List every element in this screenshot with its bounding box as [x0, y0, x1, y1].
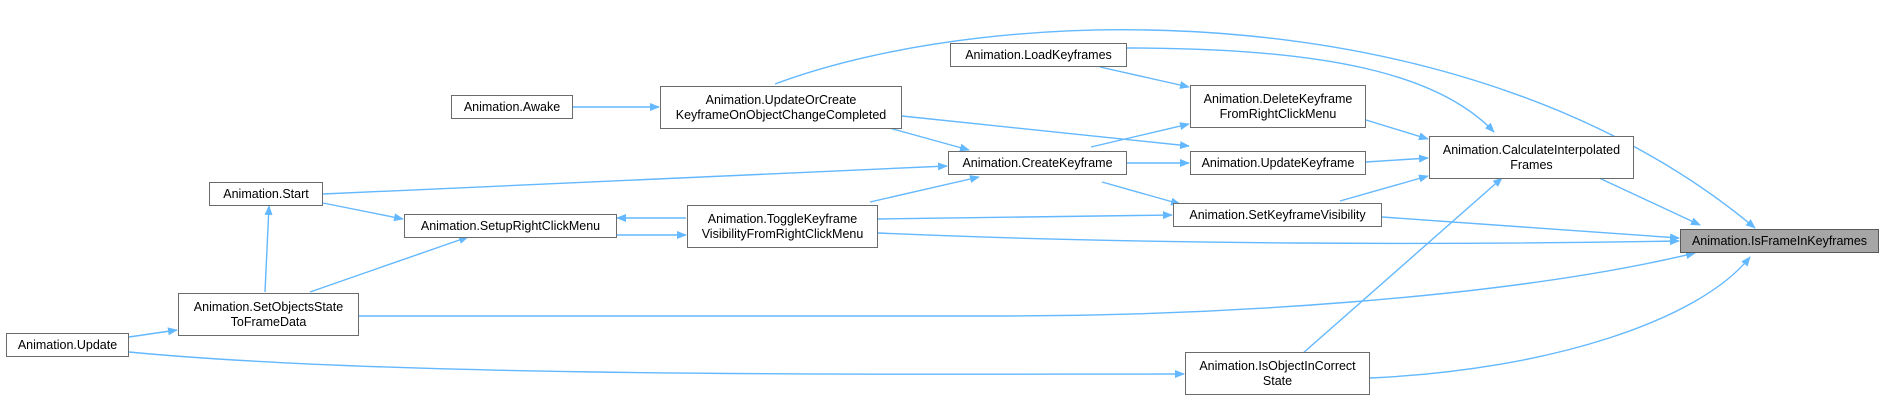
edge-set-objects-state-to-setup-right-click-menu — [309, 236, 469, 293]
edge-calculate-to-is-frame-in-keyframes — [1596, 176, 1701, 226]
node-animation-toggle-keyframe-visibility[interactable]: Animation.ToggleKeyframe VisibilityFromR… — [687, 205, 878, 248]
node-animation-set-objects-state-to-frame-data[interactable]: Animation.SetObjectsState ToFrameData — [178, 293, 359, 336]
edge-start-to-create-keyframe — [322, 162, 948, 195]
edge-update-or-create-to-create-keyframe — [881, 125, 970, 152]
edge-set-objects-state-to-is-frame-in-keyframes — [359, 251, 1696, 317]
node-animation-update[interactable]: Animation.Update — [6, 333, 129, 357]
edge-is-object-in-correct-state-to-is-frame-in-keyframes — [1369, 256, 1751, 379]
edge-load-keyframes-to-delete-keyframe — [1099, 66, 1190, 89]
node-animation-update-or-create-keyframe[interactable]: Animation.UpdateOrCreate KeyframeOnObjec… — [660, 86, 902, 129]
edge-set-visibility-to-calculate — [1339, 174, 1429, 202]
edge-delete-keyframe-to-calculate — [1365, 119, 1429, 141]
edge-update-to-is-object-in-correct-state — [128, 351, 1185, 379]
node-animation-delete-keyframe[interactable]: Animation.DeleteKeyframe FromRightClickM… — [1190, 85, 1366, 128]
node-animation-load-keyframes[interactable]: Animation.LoadKeyframes — [950, 43, 1127, 67]
node-animation-update-keyframe[interactable]: Animation.UpdateKeyframe — [1190, 151, 1366, 175]
edge-set-visibility-to-is-frame-in-keyframes — [1381, 216, 1680, 242]
edge-set-objects-state-to-start — [264, 205, 273, 293]
edge-start-to-setup-right-click-menu — [322, 202, 404, 222]
edge-create-keyframe-to-set-visibility — [1101, 181, 1181, 206]
edge-update-or-create-to-update-keyframe — [901, 115, 1190, 150]
node-animation-is-object-in-correct-state[interactable]: Animation.IsObjectInCorrect State — [1185, 352, 1370, 395]
node-animation-start[interactable]: Animation.Start — [209, 182, 323, 206]
edge-is-object-in-correct-state-to-calculate — [1301, 177, 1503, 355]
node-animation-set-keyframe-visibility[interactable]: Animation.SetKeyframeVisibility — [1173, 203, 1382, 227]
edge-toggle-to-create-keyframe — [869, 175, 980, 203]
node-animation-create-keyframe[interactable]: Animation.CreateKeyframe — [948, 151, 1127, 175]
node-animation-awake[interactable]: Animation.Awake — [451, 95, 573, 119]
edge-toggle-to-set-visibility — [877, 211, 1173, 220]
node-animation-setup-right-click-menu[interactable]: Animation.SetupRightClickMenu — [404, 214, 617, 238]
node-animation-is-frame-in-keyframes[interactable]: Animation.IsFrameInKeyframes — [1680, 229, 1879, 253]
edge-update-or-create-to-is-frame-in-keyframes — [774, 29, 1756, 229]
edge-toggle-to-is-frame-in-keyframes — [877, 232, 1680, 246]
node-animation-calculate-interpolated-frames[interactable]: Animation.CalculateInterpolated Frames — [1429, 136, 1634, 179]
edge-update-keyframe-to-calculate — [1365, 154, 1429, 163]
edge-load-keyframes-to-calculate — [1126, 47, 1495, 133]
edge-create-keyframe-to-delete-keyframe — [1090, 122, 1190, 148]
edge-update-to-set-objects-state — [128, 327, 178, 338]
